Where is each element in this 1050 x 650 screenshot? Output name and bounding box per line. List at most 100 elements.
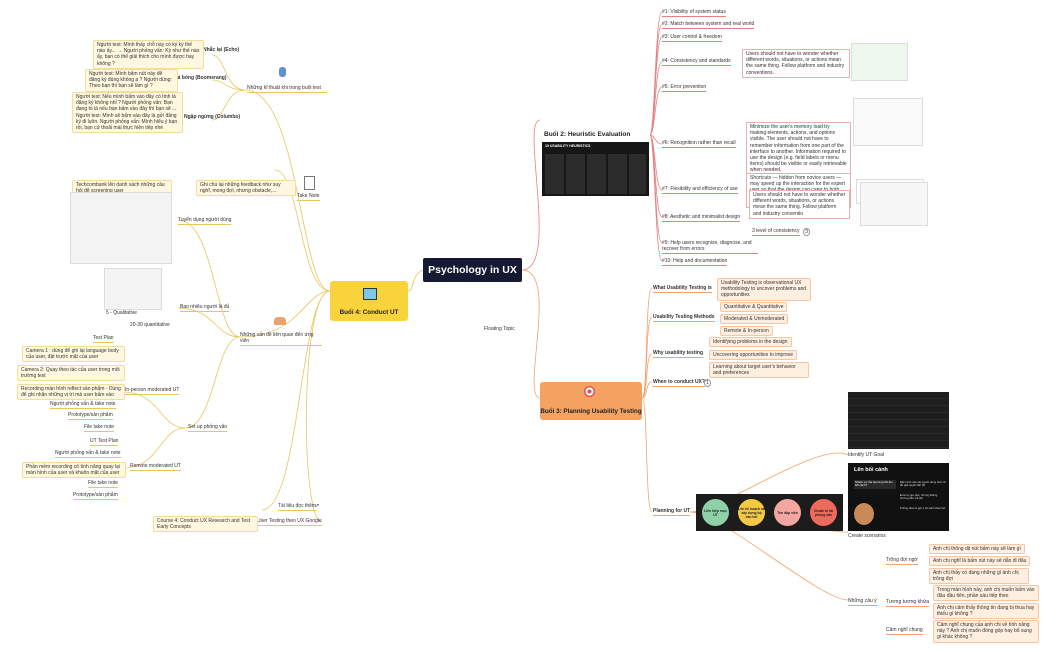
why-item: Learning about target user's behavior an… xyxy=(709,362,809,379)
heuristic-4-text: Users should not have to wonder whether … xyxy=(742,49,850,78)
heuristic-8-thumbnail xyxy=(860,182,928,226)
remote-item: Phần mềm recording có tính năng quay lại… xyxy=(22,462,126,479)
q30-label: 20-30 quantitative xyxy=(130,322,170,328)
recruit-label[interactable]: Tuyển dụng người dùng xyxy=(178,217,232,226)
heuristic-8-sub[interactable]: 3 level of consistency xyxy=(752,228,800,237)
b4-issues[interactable]: Những vấn đề liên quan đến ứng viên xyxy=(240,332,322,347)
heuristic-4[interactable]: #4: Consistency and standards xyxy=(662,58,731,67)
microphone-icon xyxy=(279,67,286,77)
heuristic-10[interactable]: #10: Help and documentation xyxy=(662,258,728,267)
heuristic-8-text: Users should not have to wonder whether … xyxy=(749,190,850,219)
questions-label[interactable]: Những câu ý xyxy=(848,598,877,607)
scenario-question: Nhiệm vụ của bạn là gì khi lên bối cảnh? xyxy=(854,480,896,489)
methods-label[interactable]: Usability Testing Methods xyxy=(653,314,715,323)
scenario-point: Đặt mình vào vai người dùng thực tế để g… xyxy=(900,480,946,488)
step-3: Tìm đáp viên xyxy=(774,499,801,526)
q-item: Anh chị thông dịt nút bấm này sẽ làm gì xyxy=(929,544,1025,555)
course-label: Course 4: Conduct UX Research and Test E… xyxy=(153,516,258,533)
when-label[interactable]: When to conduct UX? xyxy=(653,379,705,388)
heuristic-7[interactable]: #7: Flexibility and efficiency of use xyxy=(662,186,738,195)
note-icon xyxy=(304,176,315,190)
take-note-text: Ghi chú lại những feedback như suy nghĩ,… xyxy=(196,180,296,197)
q-item: Cảm nghĩ chung của anh chị về tính năng … xyxy=(933,620,1039,643)
heuristic-5[interactable]: #5: Error prevention xyxy=(662,84,707,93)
step-4: Chuẩn bị tài phỏng vấn xyxy=(810,499,837,526)
heuristic-8[interactable]: #8: Aesthetic and minimalist design xyxy=(662,214,741,223)
step-1: Liên hiệp mục UT xyxy=(702,499,729,526)
take-note-label[interactable]: Take Note xyxy=(297,193,320,202)
howmany-label[interactable]: Bao nhiêu người là đủ xyxy=(180,304,230,313)
people-icon xyxy=(274,317,286,325)
q-item: Anh chị cảm thấy thông tin đang bị thua … xyxy=(933,603,1039,620)
remote-item: Người phỏng vấn & take note xyxy=(55,450,121,459)
when-count[interactable]: 1 xyxy=(704,379,711,388)
inperson-item: Người phỏng vấn & take note xyxy=(50,401,116,410)
b4-echo-group[interactable]: Những kĩ thuật khi trong buổi test xyxy=(247,85,327,94)
why-item: Uncovering opportunities to improve xyxy=(709,350,798,361)
inperson-item: Camera 2: Quay theo tác của user trong m… xyxy=(17,365,125,382)
external-link-icon: ↗ xyxy=(315,503,320,509)
b4-hub[interactable]: Buổi 4: Conduct UT xyxy=(330,281,408,321)
chart-thumbnail xyxy=(104,268,162,310)
heuristic-8-count[interactable]: 3 xyxy=(803,228,810,237)
heuristics-table-title: 10 USABILITY HEURISTICS xyxy=(545,144,591,148)
b3-hub[interactable]: Buổi 3: Planning Usability Testing xyxy=(540,382,642,420)
b4-title: Buổi 4: Conduct UT xyxy=(339,309,399,316)
heuristics-table: 10 USABILITY HEURISTICS xyxy=(542,142,649,196)
echo-text: Người test: Mình thấy chỗ này có ký kỳ t… xyxy=(93,40,204,69)
inperson-item: File take note xyxy=(84,424,115,433)
goal-label[interactable]: Identify UT Goal xyxy=(848,452,885,458)
heuristic-2[interactable]: #2: Match between system and real world xyxy=(662,21,755,30)
heuristic-9[interactable]: #9: Help users recognize, diagnose, and … xyxy=(662,240,758,255)
method-item: Moderated & Unmoderated xyxy=(720,314,789,325)
inperson-item: Prototype/sản phẩm xyxy=(68,412,113,421)
avatar xyxy=(854,503,874,525)
remote-item: Prototype/sản phẩm xyxy=(73,492,118,501)
target-icon xyxy=(584,386,595,397)
method-item: Quantitative & Quantitative xyxy=(720,302,788,313)
scenario-point: Không đưa ra gợi ý về cách thao tác xyxy=(900,506,946,510)
b2-title[interactable]: Buổi 2: Heuristic Evaluation xyxy=(544,131,631,138)
q5-label: 5 - Qualitative xyxy=(106,310,137,316)
remote-label[interactable]: Remote moderated UT xyxy=(130,463,181,472)
planning-label[interactable]: Planning for UT xyxy=(653,508,691,517)
columbo-text: Người test: Nếu mình bấm vào đây có tính… xyxy=(72,92,183,134)
calendar-icon xyxy=(363,288,377,300)
method-item: Remote & In-person xyxy=(720,326,773,337)
columbo-label[interactable]: Ngập ngừng (Columbo) xyxy=(184,114,241,120)
scenario-card: Lên bối cảnh Nhiệm vụ của bạn là gì khi … xyxy=(848,463,949,531)
heuristic-6[interactable]: #6: Recognition rather than recall xyxy=(662,140,736,149)
planning-steps: Liên hiệp mục UT Lên kế hoạch và xây dựn… xyxy=(696,494,843,531)
what-label[interactable]: What Usability Testing is xyxy=(653,285,712,294)
q-item: Anh chị nghĩ là bấm nút này sẽ dẫn đi đâ… xyxy=(929,556,1031,567)
boomerang-text: Người test: Mình bấm nút này để đăng ký … xyxy=(85,69,178,92)
floating-topic[interactable]: Floating Topic xyxy=(484,326,515,332)
setup-label[interactable]: Set up phỏng vấn xyxy=(188,424,228,433)
q-group-label[interactable]: Tương tương khứa xyxy=(886,599,930,608)
boomerang-label[interactable]: Đá bóng (Boomerang) xyxy=(174,75,227,81)
heuristic-1[interactable]: #1: Visibility of system status xyxy=(662,9,726,18)
inperson-item: Recording màn hình reflect sản phẩm - Dù… xyxy=(17,384,125,401)
q-item: Anh chị thấy có đang những gì ảnh chị tr… xyxy=(929,568,1029,585)
docs-label[interactable]: Tài liệu đọc thêm xyxy=(278,503,317,512)
why-item: Identifying problems in the design xyxy=(709,337,792,348)
goal-table xyxy=(848,392,949,449)
google-label[interactable]: User Testing theo UX Google xyxy=(257,518,322,527)
inperson-item: Test Plan xyxy=(93,335,114,344)
step-2: Lên kế hoạch và xây dựng bộ câu hỏi xyxy=(738,499,765,526)
echo-label[interactable]: Nhắc lại (Echo) xyxy=(203,47,240,53)
q-group-label[interactable]: Cảm nghĩ chung xyxy=(886,627,923,636)
b3-title: Buổi 3: Planning Usability Testing xyxy=(540,408,642,415)
remote-item: UT Test Plan xyxy=(90,438,119,447)
root-topic[interactable]: Psychology in UX xyxy=(423,258,522,282)
q-group-label[interactable]: Trông đợi ngờ xyxy=(886,557,918,566)
why-label[interactable]: Why usability testing xyxy=(653,350,704,359)
heuristic-3[interactable]: #3: User control & freedom xyxy=(662,34,722,43)
scenarios-label[interactable]: Create scenarios xyxy=(848,533,886,539)
scenario-point: Đưa ra yêu cầu, nhưng không hướng dẫn ch… xyxy=(900,493,938,501)
heuristic-6-text: Minimize the user's memory load by makin… xyxy=(746,122,851,176)
scenario-title: Lên bối cảnh xyxy=(854,467,888,473)
inperson-label[interactable]: In-person moderated UT xyxy=(125,387,180,396)
